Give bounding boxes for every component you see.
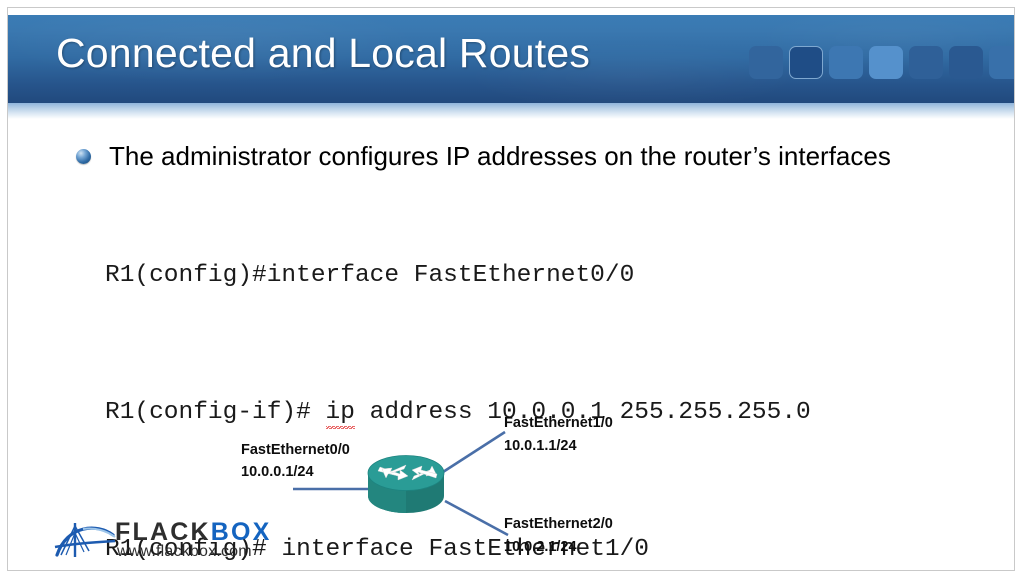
interface-label-fa0-0-name: FastEthernet0/0 <box>241 442 350 458</box>
flackbox-logo: FLACKBOX www.flackbox.com <box>53 517 269 565</box>
header-square-2 <box>789 46 823 79</box>
interface-label-fa2-0-address: 10.0.2.1/24 <box>504 539 577 555</box>
logo-box-text: BOX <box>210 518 272 546</box>
header-square-6 <box>949 46 983 79</box>
blue-sphere-bullet-icon <box>76 149 91 164</box>
cli-rest: interface FastEthernet1/0 <box>281 536 649 563</box>
interface-label-fa0-0-address: 10.0.0.1/24 <box>241 464 314 480</box>
slide-canvas: Connected and Local Routes The administr… <box>7 7 1015 571</box>
bridge-icon <box>54 523 116 557</box>
interface-label-fa2-0-name: FastEthernet2/0 <box>504 516 613 532</box>
logo-url-text: www.flackbox.com <box>117 543 252 560</box>
cli-prefix: R1(config)# <box>105 262 267 290</box>
cli-config-block: R1(config)#interface FastEthernet0/0 R1(… <box>105 191 811 570</box>
bullet-text: The administrator configures IP addresse… <box>109 141 891 171</box>
cli-line: R1(config)# interface FastEthernet1/0 <box>105 533 811 567</box>
cli-prefix: R1(config)# <box>105 536 282 563</box>
header-square-3 <box>829 46 863 79</box>
header-square-7 <box>989 46 1014 79</box>
interface-label-fa1-0-address: 10.0.1.1/24 <box>504 438 577 454</box>
cli-rest: interface FastEthernet0/0 <box>266 262 635 290</box>
cli-misspelled-token: ip <box>325 396 356 430</box>
cli-line: R1(config-if)# ip address 10.0.0.1 255.2… <box>105 396 811 430</box>
interface-label-fa1-0-name: FastEthernet1/0 <box>504 415 613 431</box>
page-title: Connected and Local Routes <box>56 30 591 76</box>
cli-rest: address 10.0.0.1 255.255.255.0 <box>354 399 811 427</box>
bullet-row: The administrator configures IP addresse… <box>76 137 891 175</box>
cli-line: R1(config)#interface FastEthernet0/0 <box>105 259 811 293</box>
cli-prefix: R1(config-if)# <box>105 399 326 427</box>
header-decorative-squares <box>749 46 1014 79</box>
logo-flack-text: FLACK <box>115 518 211 546</box>
logo-wordmark: FLACKBOX <box>115 519 272 545</box>
header-underline-strip <box>8 103 1014 119</box>
header-square-5 <box>909 46 943 79</box>
header-square-1 <box>749 46 783 79</box>
header-square-4 <box>869 46 903 79</box>
